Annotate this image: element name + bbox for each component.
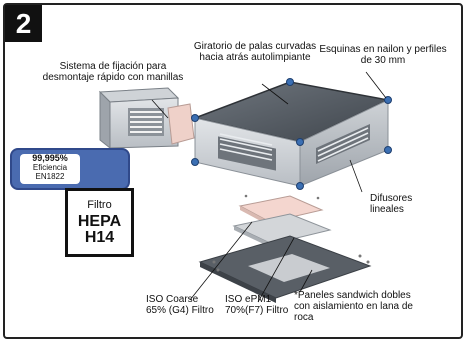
- step-number-badge: 2: [5, 5, 42, 42]
- label-linear-diffusers: Difusores lineales: [370, 193, 413, 215]
- label-backward-curved-fan: Giratorio de palas curvadas hacia atrás …: [193, 41, 317, 63]
- efficiency-standard: EN1822: [35, 172, 65, 181]
- sandwich-panel-base: [198, 235, 372, 303]
- efficiency-percent: 99,995%: [32, 153, 68, 163]
- label-nylon-corners: Esquinas en nailon y perfiles de 30 mm: [319, 44, 447, 66]
- hepa-class: H14: [84, 229, 115, 246]
- hepa-filtro-text: Filtro: [87, 199, 112, 211]
- nylon-corner-pieces: [191, 78, 392, 190]
- figure-frame: [3, 3, 463, 339]
- label-fixing-system: Sistema de fijación para desmontaje rápi…: [42, 61, 184, 83]
- label-epm1-filter: ISO ePM1 70%(F7) Filtro: [225, 294, 289, 316]
- mounting-screws: [212, 194, 370, 272]
- leader-lines: [151, 71, 387, 303]
- epm1-filter-layer: [232, 213, 332, 248]
- hepa-name: HEPA: [77, 213, 122, 230]
- main-unit-housing: [191, 78, 392, 190]
- efficiency-callout: 99,995% Eficiencia EN1822: [10, 148, 130, 190]
- label-sandwich-panels: *Paneles sandwich dobles con aislamiento…: [294, 290, 413, 323]
- efficiency-label: Eficiencia: [32, 163, 68, 172]
- label-coarse-filter: ISO Coarse 65% (G4) Filtro: [146, 294, 214, 316]
- hepa-filter-label-box: Filtro HEPA H14: [65, 188, 134, 257]
- quick-release-fixing-module: [98, 87, 195, 150]
- efficiency-card: 99,995% Eficiencia EN1822: [20, 154, 80, 184]
